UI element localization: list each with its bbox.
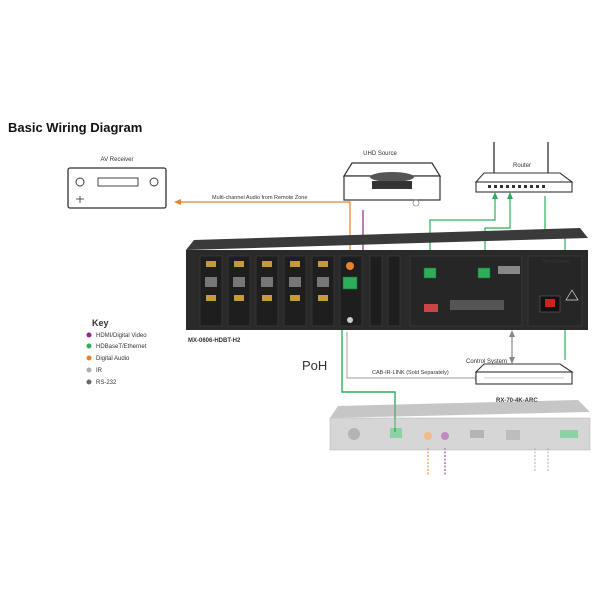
matrix-model-label: MX-0606-HDBT-H2 [188,338,241,344]
router-label: Router [513,163,531,169]
brand-logo-text: WyreStorm [543,259,570,265]
uhd-source-label: UHD Source [363,151,397,157]
output-modules [199,255,363,327]
legend: Key HDMI/Digital Video HDBaseT/Ethernet … [86,318,147,386]
ir-cable-line [346,332,478,379]
legend-item: RS-232 [86,379,117,386]
audio-arrow-head [174,199,181,205]
legend-item: HDBaseT/Ethernet [86,343,147,350]
ethernet-arrow-router [492,192,498,199]
legend-label: IR [96,368,103,374]
audio-path-label: Multi-channel Audio from Remote Zone [212,195,307,201]
legend-swatch-rs232 [86,379,92,385]
legend-label: HDMI/Digital Video [96,333,147,339]
legend-item: HDMI/Digital Video [86,332,147,339]
matrix-switcher: WyreStorm [186,228,588,330]
av-receiver: AV Receiver [67,157,167,209]
av-receiver-label: AV Receiver [101,157,134,163]
ethernet-cable-router-control [484,196,511,262]
legend-label: HDBaseT/Ethernet [96,344,147,350]
legend-label: Digital Audio [96,356,130,362]
receiver-model-label: RX-70-4K-ARC [496,398,538,404]
page-title: Basic Wiring Diagram [8,120,143,135]
control-system: Control System [466,359,574,385]
legend-title: Key [92,318,109,328]
receiver-rx [329,400,591,451]
router: Router [474,142,574,193]
ir-link-label: CAB-IR-LINK (Sold Separately) [372,370,449,376]
legend-item: Digital Audio [86,355,130,362]
legend-label: RS-232 [96,380,117,386]
rs232-arrow-head-2 [509,357,515,364]
rs232-arrow-head [509,330,515,337]
ethernet-arrow-router-2 [507,192,513,199]
uhd-source: UHD Source [342,151,442,207]
poh-label: PoH [302,358,327,373]
legend-swatch-ir [86,367,92,373]
legend-swatch-hdbaset [86,343,92,349]
legend-item: IR [86,367,103,374]
legend-swatch-hdmi [86,332,92,338]
legend-swatch-audio [86,355,92,361]
control-system-label: Control System [466,359,507,365]
